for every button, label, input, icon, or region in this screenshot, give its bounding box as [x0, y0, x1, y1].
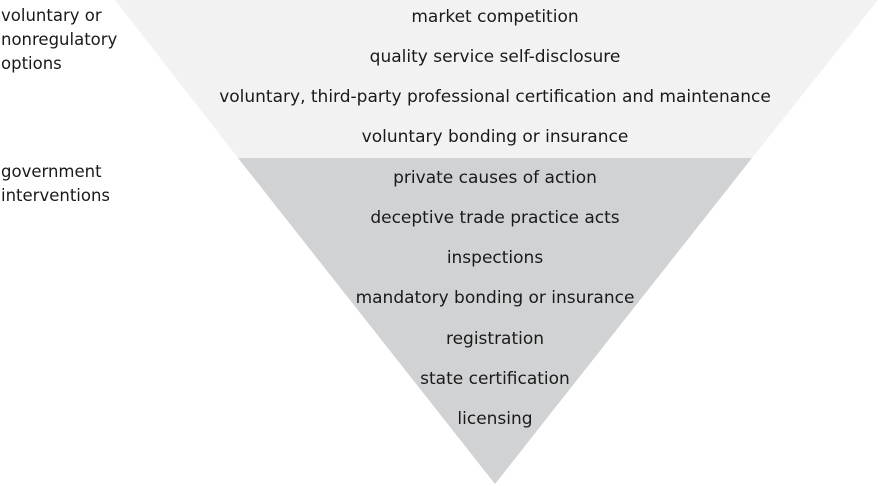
government-interventions-label-line: interventions	[1, 186, 111, 205]
voluntary-options-label-line: nonregulatory	[1, 30, 118, 49]
tier-item-deceptive-trade-practice-acts: deceptive trade practice acts	[370, 208, 620, 228]
voluntary-options-band	[115, 0, 878, 158]
tier-item-market-competition: market competition	[411, 7, 579, 27]
tier-item-licensing: licensing	[457, 409, 533, 429]
tier-item-registration: registration	[445, 329, 545, 349]
voluntary-options-label-line: options	[1, 54, 62, 73]
government-interventions-band	[238, 158, 752, 484]
tier-item-voluntary-certification: voluntary, third-party professional cert…	[219, 87, 771, 107]
voluntary-options-label: voluntary or nonregulatory options	[1, 4, 117, 76]
tier-item-private-causes-of-action: private causes of action	[393, 168, 597, 188]
voluntary-options-label-line: voluntary or	[1, 6, 102, 25]
tier-item-mandatory-bonding: mandatory bonding or insurance	[355, 288, 635, 308]
tier-item-quality-service-self-disclosure: quality service self-disclosure	[369, 47, 621, 67]
government-interventions-label: government interventions	[1, 160, 110, 208]
tier-item-inspections: inspections	[446, 248, 544, 268]
tier-item-voluntary-bonding: voluntary bonding or insurance	[361, 127, 629, 147]
government-interventions-label-line: government	[1, 162, 102, 181]
tier-item-state-certification: state certification	[420, 369, 570, 389]
